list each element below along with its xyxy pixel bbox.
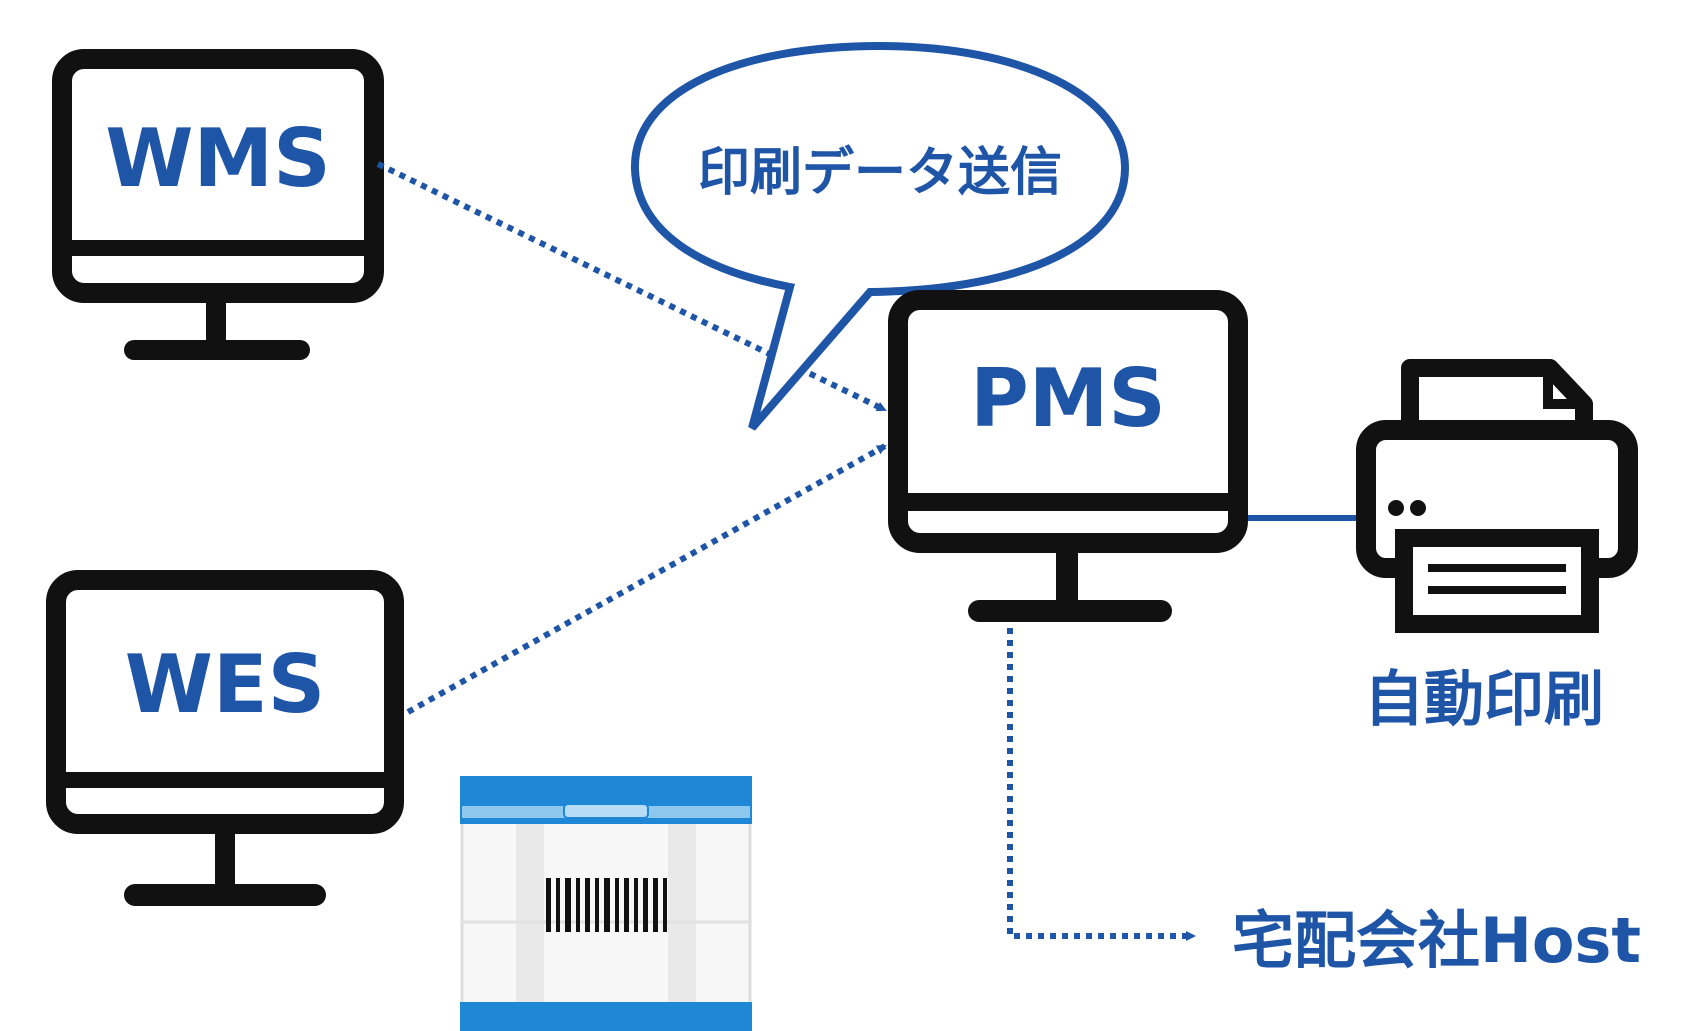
callout-label: 印刷データ送信 <box>698 143 1062 203</box>
pms-to-carrier-arrow <box>1007 628 1196 941</box>
monitor-icon <box>52 49 384 360</box>
pms-monitor: PMS <box>888 290 1248 622</box>
monitor-icon <box>46 570 404 906</box>
speech-bubble-icon <box>630 41 1130 431</box>
wes-label: WES <box>125 638 326 731</box>
barcode-box-icon <box>460 776 752 1031</box>
printer-icon <box>1356 359 1638 633</box>
printer-label: 自動印刷 <box>1364 665 1604 735</box>
wms-label: WMS <box>105 112 330 205</box>
pms-label: PMS <box>970 352 1166 445</box>
wes-to-pms-arrow <box>406 443 887 715</box>
carrier-label: 宅配会社Host <box>1232 904 1641 977</box>
wms-monitor: WMS <box>52 49 384 360</box>
monitor-icon <box>888 290 1248 622</box>
barcode-icon <box>546 878 667 932</box>
wes-monitor: WES <box>46 570 404 906</box>
